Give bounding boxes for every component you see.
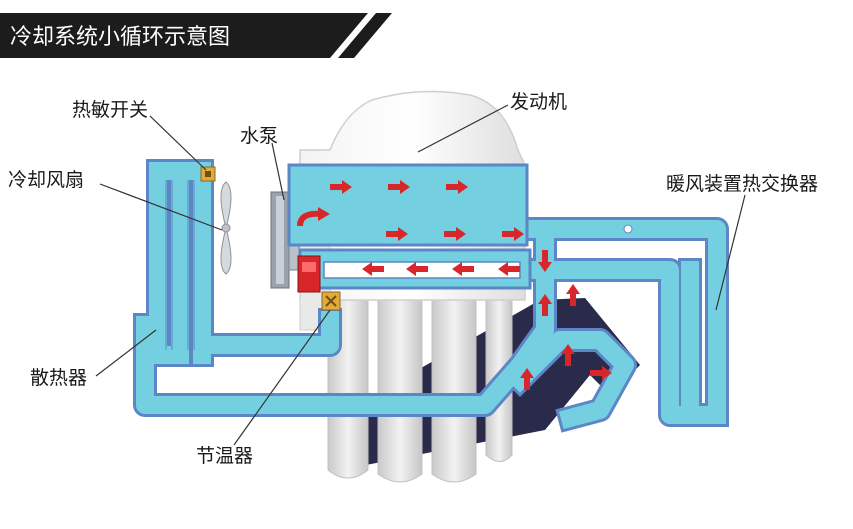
label-cooling-fan: 冷却风扇: [8, 169, 84, 191]
pump-impeller: [297, 207, 330, 293]
diagram-title: 冷却系统小循环示意图: [10, 25, 230, 50]
flow-arrow: [502, 227, 524, 241]
flow-arrow: [520, 368, 534, 390]
pipe-fill: [136, 162, 726, 430]
flow-arrow: [590, 366, 612, 380]
thermostat: [321, 291, 341, 311]
flow-arrow: [444, 227, 466, 241]
label-radiator: 散热器: [30, 367, 87, 389]
label-thermo-switch: 热敏开关: [72, 99, 148, 121]
title-bar: [0, 13, 368, 58]
flow-arrow: [452, 262, 474, 276]
flow-arrow: [362, 262, 384, 276]
flow-arrows: [330, 180, 612, 390]
labels: 热敏开关 冷却风扇 水泵 发动机 暖风装置热交换器 散热器 节温器: [8, 91, 818, 467]
title-banner: 冷却系统小循环示意图: [0, 13, 392, 58]
flow-arrow: [330, 180, 352, 194]
intake-manifold: [330, 298, 640, 472]
flow-arrow: [561, 344, 575, 366]
label-heater-core: 暖风装置热交换器: [666, 173, 818, 195]
cooling-fan: [220, 181, 232, 275]
flow-arrow: [386, 227, 408, 241]
title-stripe: [338, 13, 392, 58]
flow-arrow: [498, 262, 520, 276]
flow-arrow: [406, 262, 428, 276]
flow-arrow: [446, 180, 468, 194]
flow-arrow: [388, 180, 410, 194]
label-water-pump: 水泵: [240, 125, 278, 147]
label-thermostat: 节温器: [196, 445, 253, 467]
leader-lines: [95, 104, 746, 446]
heater-valve: [623, 224, 633, 234]
flow-arrow: [538, 294, 552, 316]
flow-arrow: [566, 284, 580, 306]
flow-arrow: [538, 250, 552, 272]
thermo-switch: [200, 166, 216, 182]
label-engine: 发动机: [510, 91, 567, 113]
